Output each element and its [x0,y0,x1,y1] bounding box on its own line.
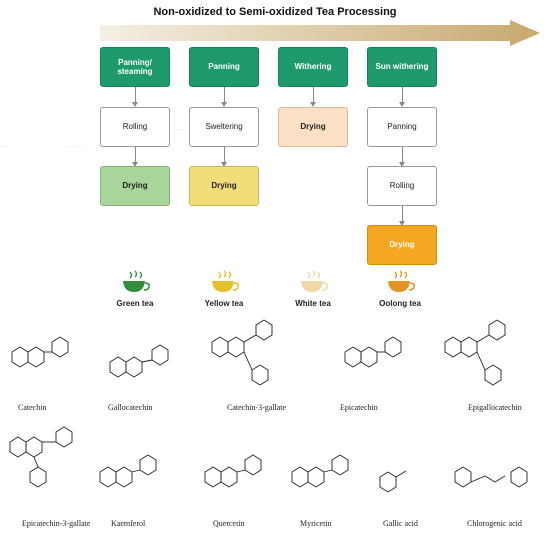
compound-label: Myricetin [300,519,332,528]
compound-label: Epicatechin-3-gallate [22,519,91,528]
tea-oolong: Oolong tea [370,270,430,308]
tea-label: Green tea [116,299,154,308]
gallocatechin-structure [109,344,169,378]
step-label: Panning [387,122,417,132]
connector [224,147,225,165]
myricetin-structure [291,454,349,488]
tea-yellow: Yellow tea [194,270,254,308]
connector-arrowhead [132,162,138,167]
connector-arrowhead [221,162,227,167]
compound-label: Epicatechin [340,403,378,412]
epigallocatechin-structure [444,319,506,386]
connector-arrowhead [221,102,227,107]
chlorogenic-acid-structure [454,466,528,488]
compound-label: Catechin-3-gallate [227,403,287,412]
compound-label: Kaemferol [111,519,146,528]
white-tea-cup-icon [301,270,328,292]
compound-label: Quercetin [213,519,245,528]
catechin-3-gallate-structure [211,319,273,386]
step-rolling-oolong: Rolling [367,166,437,206]
quercetin-structure [204,454,262,488]
step-label: Drying [211,181,237,191]
step-panning-steaming: Panning/ steaming [100,47,170,87]
compound-label: Epigallocatechin [468,403,522,412]
step-label: Drying [300,122,326,132]
tea-white: White tea [283,270,343,308]
step-panning-oolong: Panning [367,107,437,147]
step-drying-white: Drying [278,107,348,147]
connector [224,87,225,105]
connector [135,87,136,105]
step-rolling: Rolling [100,107,170,147]
compound-label: Gallocatechin [108,403,153,412]
step-label: Rolling [122,122,148,132]
yellow-tea-cup-icon [212,270,239,292]
step-label: Drying [389,240,415,250]
step-label: Sun withering [375,62,429,72]
oolong-tea-cup-icon [388,270,415,292]
connector-arrowhead [399,102,405,107]
connector-arrowhead [310,102,316,107]
step-label: Panning [208,62,240,72]
step-label: Panning/ steaming [117,57,153,76]
connector-arrowhead [399,162,405,167]
chemical-structures [9,319,528,493]
connector [135,147,136,165]
green-tea-cup-icon [123,270,150,292]
epicatechin-structure [344,336,402,368]
connector [402,87,403,105]
gallic-acid-structure [379,470,407,493]
step-sweltering: Sweltering [189,107,259,147]
step-panning: Panning [189,47,259,87]
connector-arrowhead [399,221,405,226]
step-drying-yellow: Drying [189,166,259,206]
tea-label: White tea [295,299,331,308]
step-sun-withering: Sun withering [367,47,437,87]
step-label: Withering [294,62,332,72]
step-label: Drying [122,181,148,191]
step-label: Rolling [389,181,415,191]
connector-arrowhead [132,102,138,107]
tea-label: Oolong tea [379,299,421,308]
compound-label: Catechin [18,403,47,412]
step-label: Sweltering [205,122,243,132]
compound-label: Gallic acid [383,519,418,528]
kaemferol-structure [99,454,157,488]
catechin-structure [11,336,69,368]
connector [402,206,403,224]
epicatechin-3-gallate-structure [9,426,73,488]
diagram-title: Non-oxidized to Semi-oxidized Tea Proces… [153,6,397,18]
step-drying-orange: Drying [367,225,437,265]
step-withering: Withering [278,47,348,87]
connector [313,87,314,105]
connector [402,147,403,165]
step-drying-green: Drying [100,166,170,206]
process-arrow [100,20,540,46]
compound-label: Chlorogenic acid [467,519,522,528]
tea-label: Yellow tea [204,299,244,308]
tea-green: Green tea [105,270,165,308]
